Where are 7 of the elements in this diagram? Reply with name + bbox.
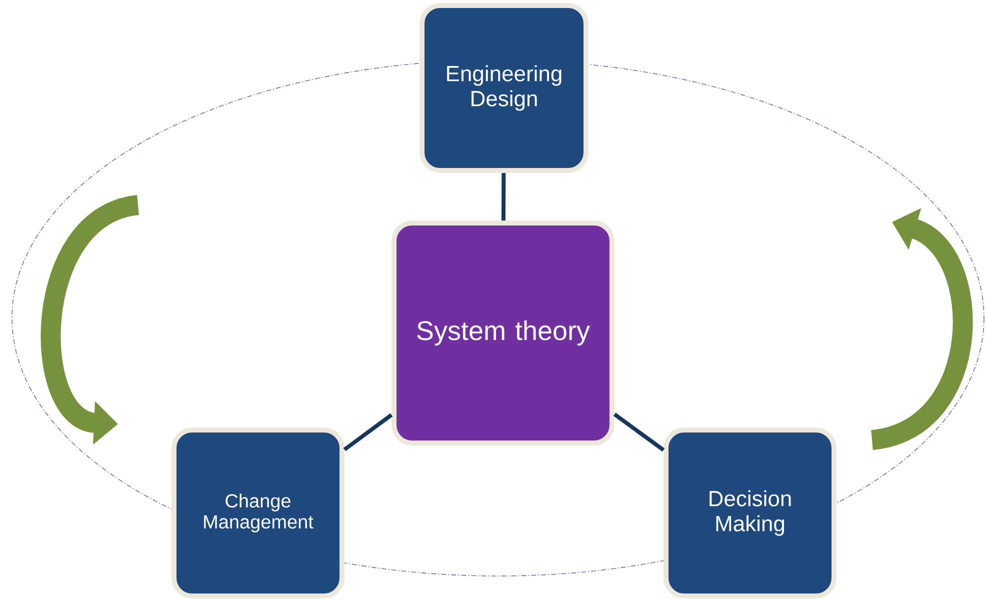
topic-box: Engineering Design — [420, 3, 588, 173]
topic-box: Change Management — [172, 428, 344, 598]
connector-line — [613, 412, 665, 452]
center-box: System theory — [392, 220, 614, 446]
topic-box: Decision Making — [664, 428, 836, 598]
connector-line — [501, 173, 506, 220]
connector-line — [343, 413, 393, 452]
